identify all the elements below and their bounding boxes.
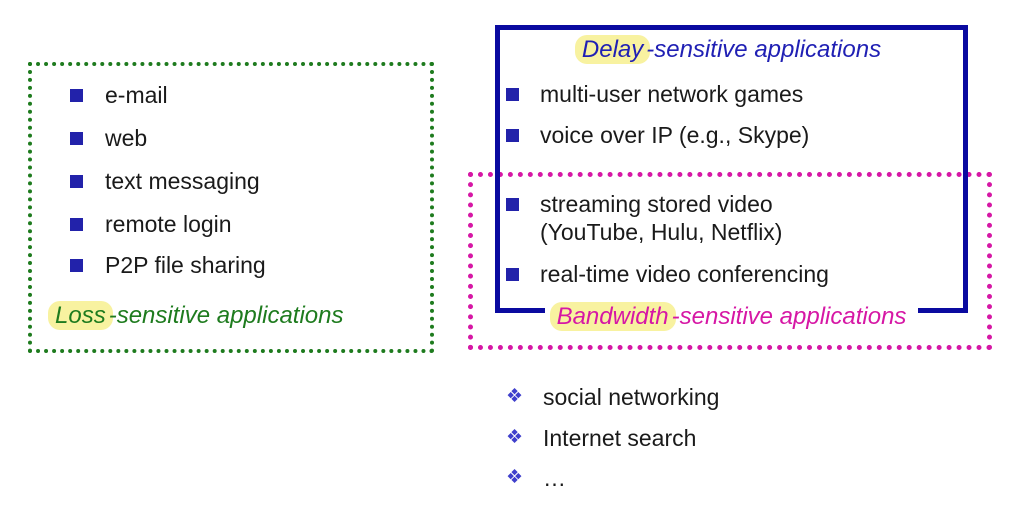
loss-label-highlight: Loss xyxy=(48,301,113,330)
square-bullet-icon xyxy=(70,89,83,102)
bandwidth-item-line1: streaming stored video xyxy=(540,191,773,217)
loss-label-rest: -sensitive applications xyxy=(108,302,344,329)
other-item: Internet search xyxy=(543,425,697,451)
bandwidth-label-background: Bandwidth-sensitive applications xyxy=(544,302,919,331)
loss-sensitive-label: Loss-sensitive applications xyxy=(48,301,344,330)
diamond-bullet-icon: ❖ xyxy=(506,427,524,448)
delay-item: voice over IP (e.g., Skype) xyxy=(540,122,810,148)
loss-item: web xyxy=(105,125,148,151)
bandwidth-sensitive-box xyxy=(468,172,992,350)
square-bullet-icon xyxy=(506,129,519,142)
other-item: social networking xyxy=(543,384,720,410)
square-bullet-icon xyxy=(70,259,83,272)
square-bullet-icon xyxy=(70,218,83,231)
loss-sensitive-box xyxy=(28,62,434,353)
bandwidth-item: streaming stored video (YouTube, Hulu, N… xyxy=(540,190,782,246)
bandwidth-label-highlight: Bandwidth xyxy=(549,302,676,331)
square-bullet-icon xyxy=(70,175,83,188)
loss-item: text messaging xyxy=(105,168,260,194)
delay-sensitive-label: Delay-sensitive applications xyxy=(495,35,968,64)
bandwidth-label-rest: -sensitive applications xyxy=(671,303,907,330)
loss-item: e-mail xyxy=(105,82,168,108)
delay-label-rest: -sensitive applications xyxy=(646,36,882,63)
bandwidth-item: real-time video conferencing xyxy=(540,261,829,287)
square-bullet-icon xyxy=(506,268,519,281)
other-item: … xyxy=(543,465,566,491)
square-bullet-icon xyxy=(506,198,519,211)
square-bullet-icon xyxy=(506,88,519,101)
bandwidth-item-line2: (YouTube, Hulu, Netflix) xyxy=(540,219,783,245)
loss-item: remote login xyxy=(105,211,232,237)
loss-item: P2P file sharing xyxy=(105,252,266,278)
diamond-bullet-icon: ❖ xyxy=(506,467,524,488)
square-bullet-icon xyxy=(70,132,83,145)
delay-label-highlight: Delay xyxy=(574,35,651,64)
diamond-bullet-icon: ❖ xyxy=(506,386,524,407)
bandwidth-sensitive-label: Bandwidth-sensitive applications xyxy=(495,302,968,331)
delay-item: multi-user network games xyxy=(540,81,804,107)
